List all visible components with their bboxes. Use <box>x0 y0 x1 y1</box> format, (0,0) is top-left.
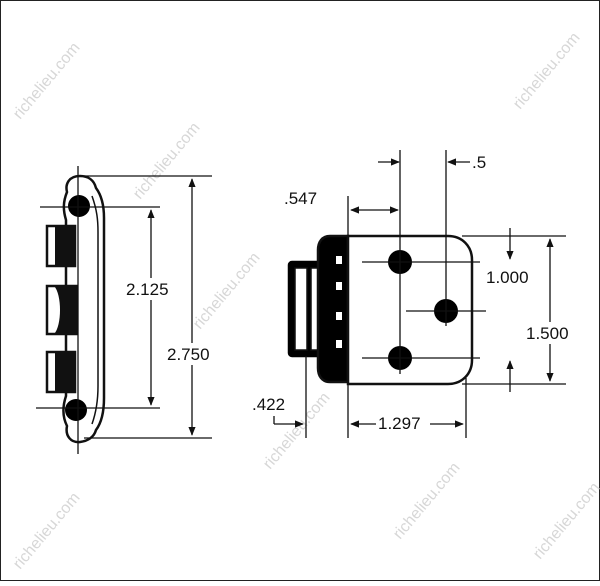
watermark-4: richelieu.com <box>510 29 584 112</box>
dim-top-offset-label: .5 <box>472 153 486 172</box>
dim-plate-width-label: 1.297 <box>378 414 421 433</box>
dim-hole-spacing-bg <box>122 278 182 300</box>
dim-offset-label: .422 <box>252 395 285 414</box>
dim-plate-width-bg <box>376 414 430 436</box>
dim-vertical-hole-spacing-bg <box>484 266 538 288</box>
dim-vertical-hole-spacing-label: 1.000 <box>486 268 529 287</box>
watermark-6: richelieu.com <box>390 459 464 542</box>
front-view <box>287 234 474 386</box>
dim-overall-height-bg <box>164 343 224 365</box>
side-hole-bottom <box>65 399 87 421</box>
front-knuckle-inner-1 <box>294 267 308 351</box>
side-knuckle-middle-shade <box>54 286 77 334</box>
watermark-1: richelieu.com <box>10 39 84 122</box>
dim-plate-height-bg <box>524 322 580 344</box>
side-view-dimensions <box>36 166 212 454</box>
front-plate <box>346 234 474 386</box>
dim-plate-height-label: 1.500 <box>526 324 569 343</box>
watermark-8: richelieu.com <box>530 479 600 562</box>
front-flange <box>316 234 350 384</box>
side-knuckle-top-shade <box>55 226 75 266</box>
watermark-3: richelieu.com <box>190 249 264 332</box>
dim-overall-height-label: 2.750 <box>167 345 210 364</box>
side-hole-top <box>68 195 90 217</box>
front-flange-notches <box>336 256 342 348</box>
side-view <box>45 174 106 444</box>
side-leaf-edge <box>91 195 99 425</box>
dim-hole-offset-label: .547 <box>284 189 317 208</box>
watermark-7: richelieu.com <box>10 489 84 572</box>
side-leaf-outline <box>62 174 106 444</box>
side-knuckle-bottom-shade <box>55 352 75 392</box>
dim-hole-spacing-label: 2.125 <box>126 280 169 299</box>
